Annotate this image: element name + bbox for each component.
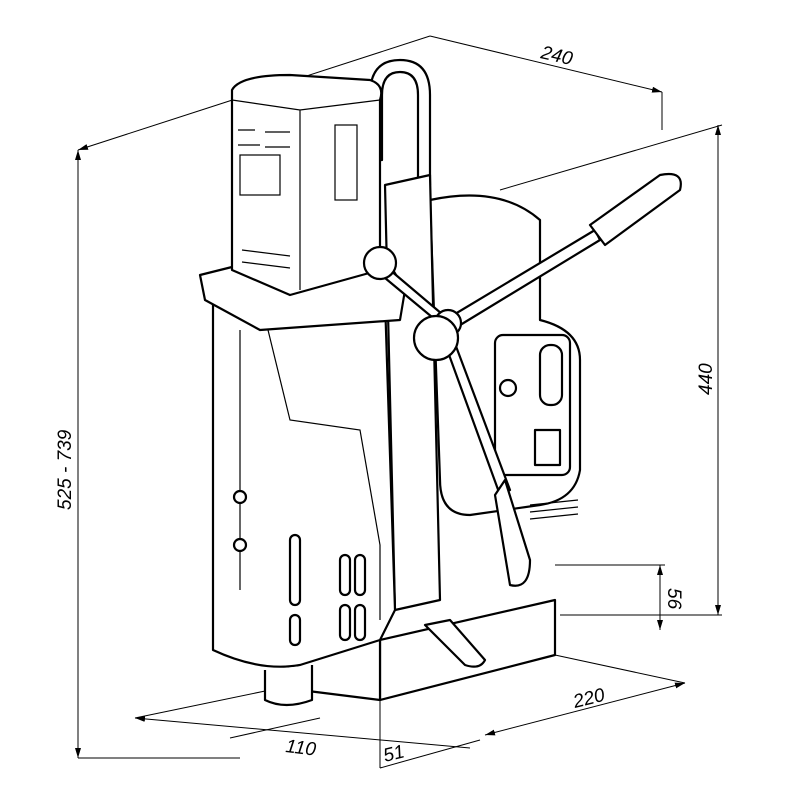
feed-handle <box>362 172 682 587</box>
dim-240: 240 <box>538 42 575 70</box>
spindle <box>263 665 314 707</box>
indicator-lamp <box>498 378 518 398</box>
dimension-lines <box>75 35 723 769</box>
dim-220: 220 <box>570 685 607 713</box>
motor-housing <box>230 73 383 297</box>
dim-110: 110 <box>284 736 317 761</box>
dim-525-739: 525 - 739 <box>55 429 76 510</box>
switch-button <box>538 343 564 407</box>
safety-strap-hook <box>423 618 487 668</box>
dim-51: 51 <box>381 741 407 766</box>
power-switch <box>533 428 562 467</box>
dim-56: 56 <box>663 588 684 610</box>
dim-440: 440 <box>696 363 717 395</box>
